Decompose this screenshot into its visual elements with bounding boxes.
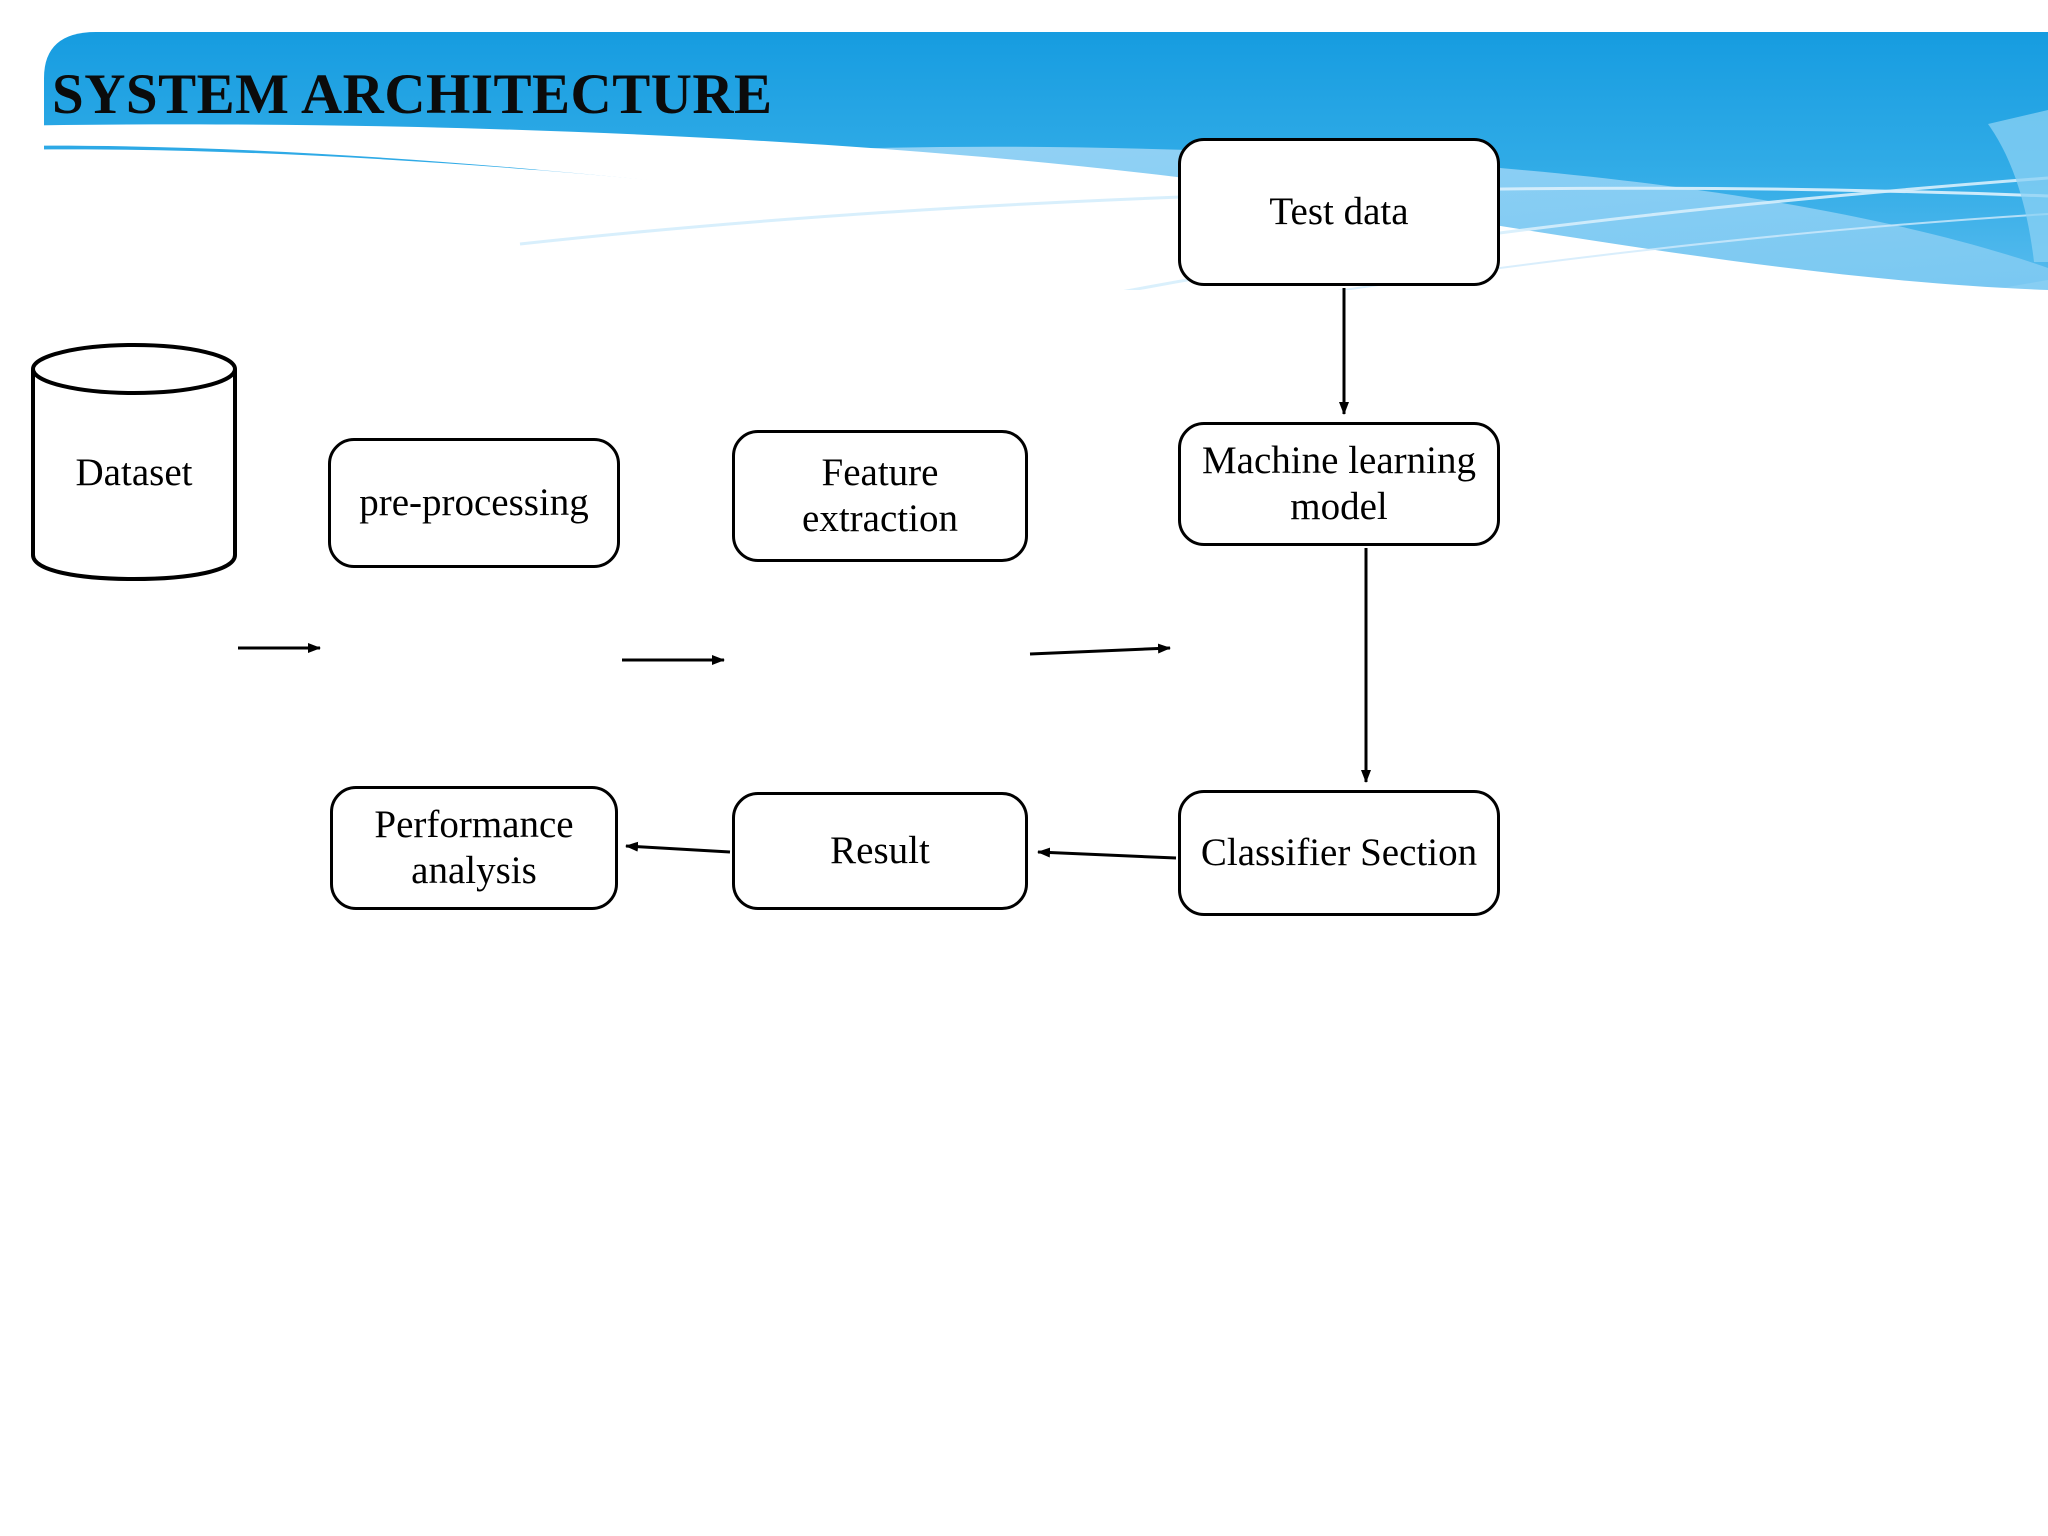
node-result[interactable]: Result <box>732 792 1028 910</box>
node-preprocessing[interactable]: pre-processing <box>328 438 620 568</box>
node-machine-learning-model-label: Machine learning model <box>1202 438 1476 528</box>
node-test-data[interactable]: Test data <box>1178 138 1500 286</box>
node-classifier-section-label: Classifier Section <box>1200 830 1478 874</box>
page-title: SYSTEM ARCHITECTURE <box>52 63 773 126</box>
node-performance-analysis-label: Performance analysis <box>374 802 574 892</box>
node-result-label: Result <box>830 828 930 872</box>
node-test-data-label: Test data <box>1269 189 1409 233</box>
cylinder-shape <box>31 343 237 582</box>
node-feature-extraction[interactable]: Feature extraction <box>732 430 1028 562</box>
node-performance-analysis[interactable]: Performance analysis <box>330 786 618 910</box>
node-preprocessing-label: pre-processing <box>359 480 589 524</box>
node-dataset-label: Dataset <box>75 451 193 494</box>
node-machine-learning-model[interactable]: Machine learning model <box>1178 422 1500 546</box>
node-feature-extraction-label: Feature extraction <box>802 450 958 540</box>
node-dataset[interactable]: Dataset <box>30 342 238 582</box>
node-classifier-section[interactable]: Classifier Section <box>1178 790 1500 916</box>
